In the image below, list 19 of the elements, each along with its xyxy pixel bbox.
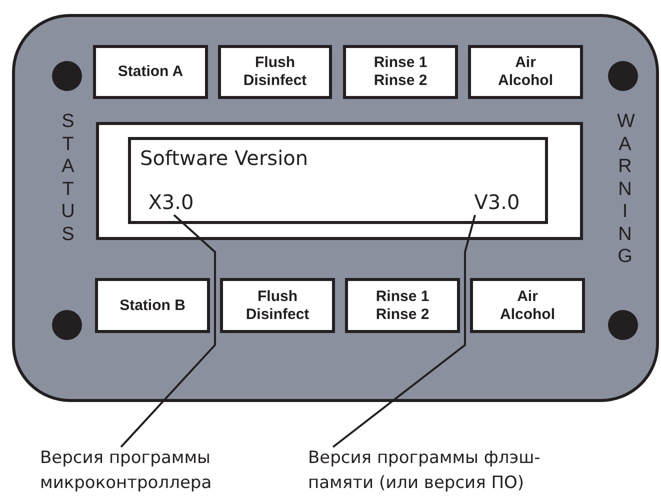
vertical-label: WARNING (617, 111, 633, 268)
control-panel (12, 14, 659, 402)
panel-button: Flush Disinfect (220, 278, 335, 333)
callout-text: Версия программы флэш-памяти (или версия ПО) (308, 446, 570, 500)
version-number: X3.0 (140, 189, 202, 215)
panel-button: Station B (95, 278, 210, 333)
panel-button: Station A (93, 45, 208, 99)
panel-button: Rinse 1 Rinse 2 (343, 45, 458, 99)
vertical-label: STATUS (60, 111, 76, 246)
panel-button: Rinse 1 Rinse 2 (345, 278, 460, 333)
leader-line (332, 214, 476, 448)
panel-button: Air Alcohol (468, 45, 583, 99)
display-frame (96, 122, 583, 240)
display-heading: Software Version (140, 145, 308, 171)
panel-button: Flush Disinfect (218, 45, 332, 99)
callout-text: Версия программы микроконтроллера (40, 446, 260, 500)
version-number: V3.0 (466, 189, 528, 215)
display-screen (128, 137, 548, 224)
panel-button: Air Alcohol (470, 278, 585, 333)
